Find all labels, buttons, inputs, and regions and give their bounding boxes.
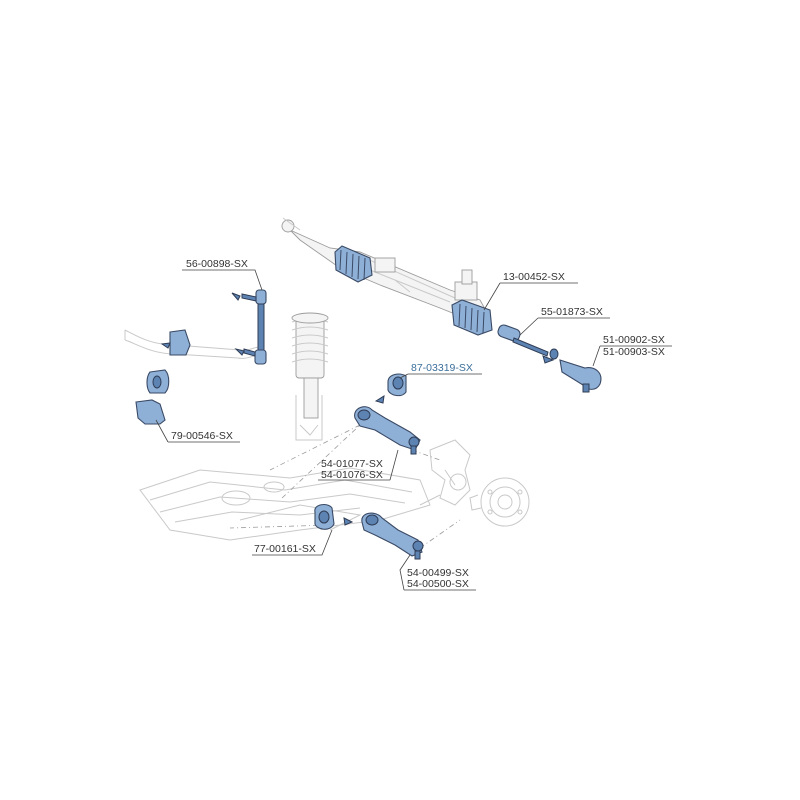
stabilizer-link	[241, 289, 267, 365]
lower-control-arm	[361, 512, 424, 560]
steering-rack	[281, 217, 493, 336]
upper-arm-bushing	[387, 373, 407, 397]
label-tie-rod-end-1: 51-00902-SX	[603, 334, 665, 346]
label-stabilizer-link: 56-00898-SX	[186, 258, 248, 270]
label-inner-tie-rod: 55-01873-SX	[541, 306, 603, 318]
label-bushing-upper: 87-03319-SX	[411, 362, 473, 374]
label-tie-rod-end-2: 51-00903-SX	[603, 346, 665, 358]
label-stabilizer-bushing: 79-00546-SX	[171, 430, 233, 442]
leader-lines	[155, 269, 672, 591]
lower-arm-bushing	[314, 503, 335, 530]
steering-knuckle-outline	[419, 439, 471, 506]
label-lower-arm-2: 54-00500-SX	[407, 578, 469, 590]
label-lower-bushing: 77-00161-SX	[254, 543, 316, 555]
direction-arrows	[160, 292, 555, 526]
stabilizer-bushing-set	[135, 329, 191, 425]
rack-boot-left	[334, 245, 373, 283]
label-lower-arm-1: 54-00499-SX	[407, 567, 469, 579]
subframe-outline	[139, 467, 431, 541]
strut-assembly	[291, 312, 329, 441]
label-steering-rack: 13-00452-SX	[503, 271, 565, 283]
upper-control-arm	[354, 406, 421, 455]
label-upper-arm-1: 54-01077-SX	[321, 458, 383, 470]
inner-tie-rod	[497, 324, 549, 357]
tie-rod-end	[549, 348, 602, 393]
wheel-hub-outline	[469, 477, 530, 527]
label-upper-arm-2: 54-01076-SX	[321, 469, 383, 481]
